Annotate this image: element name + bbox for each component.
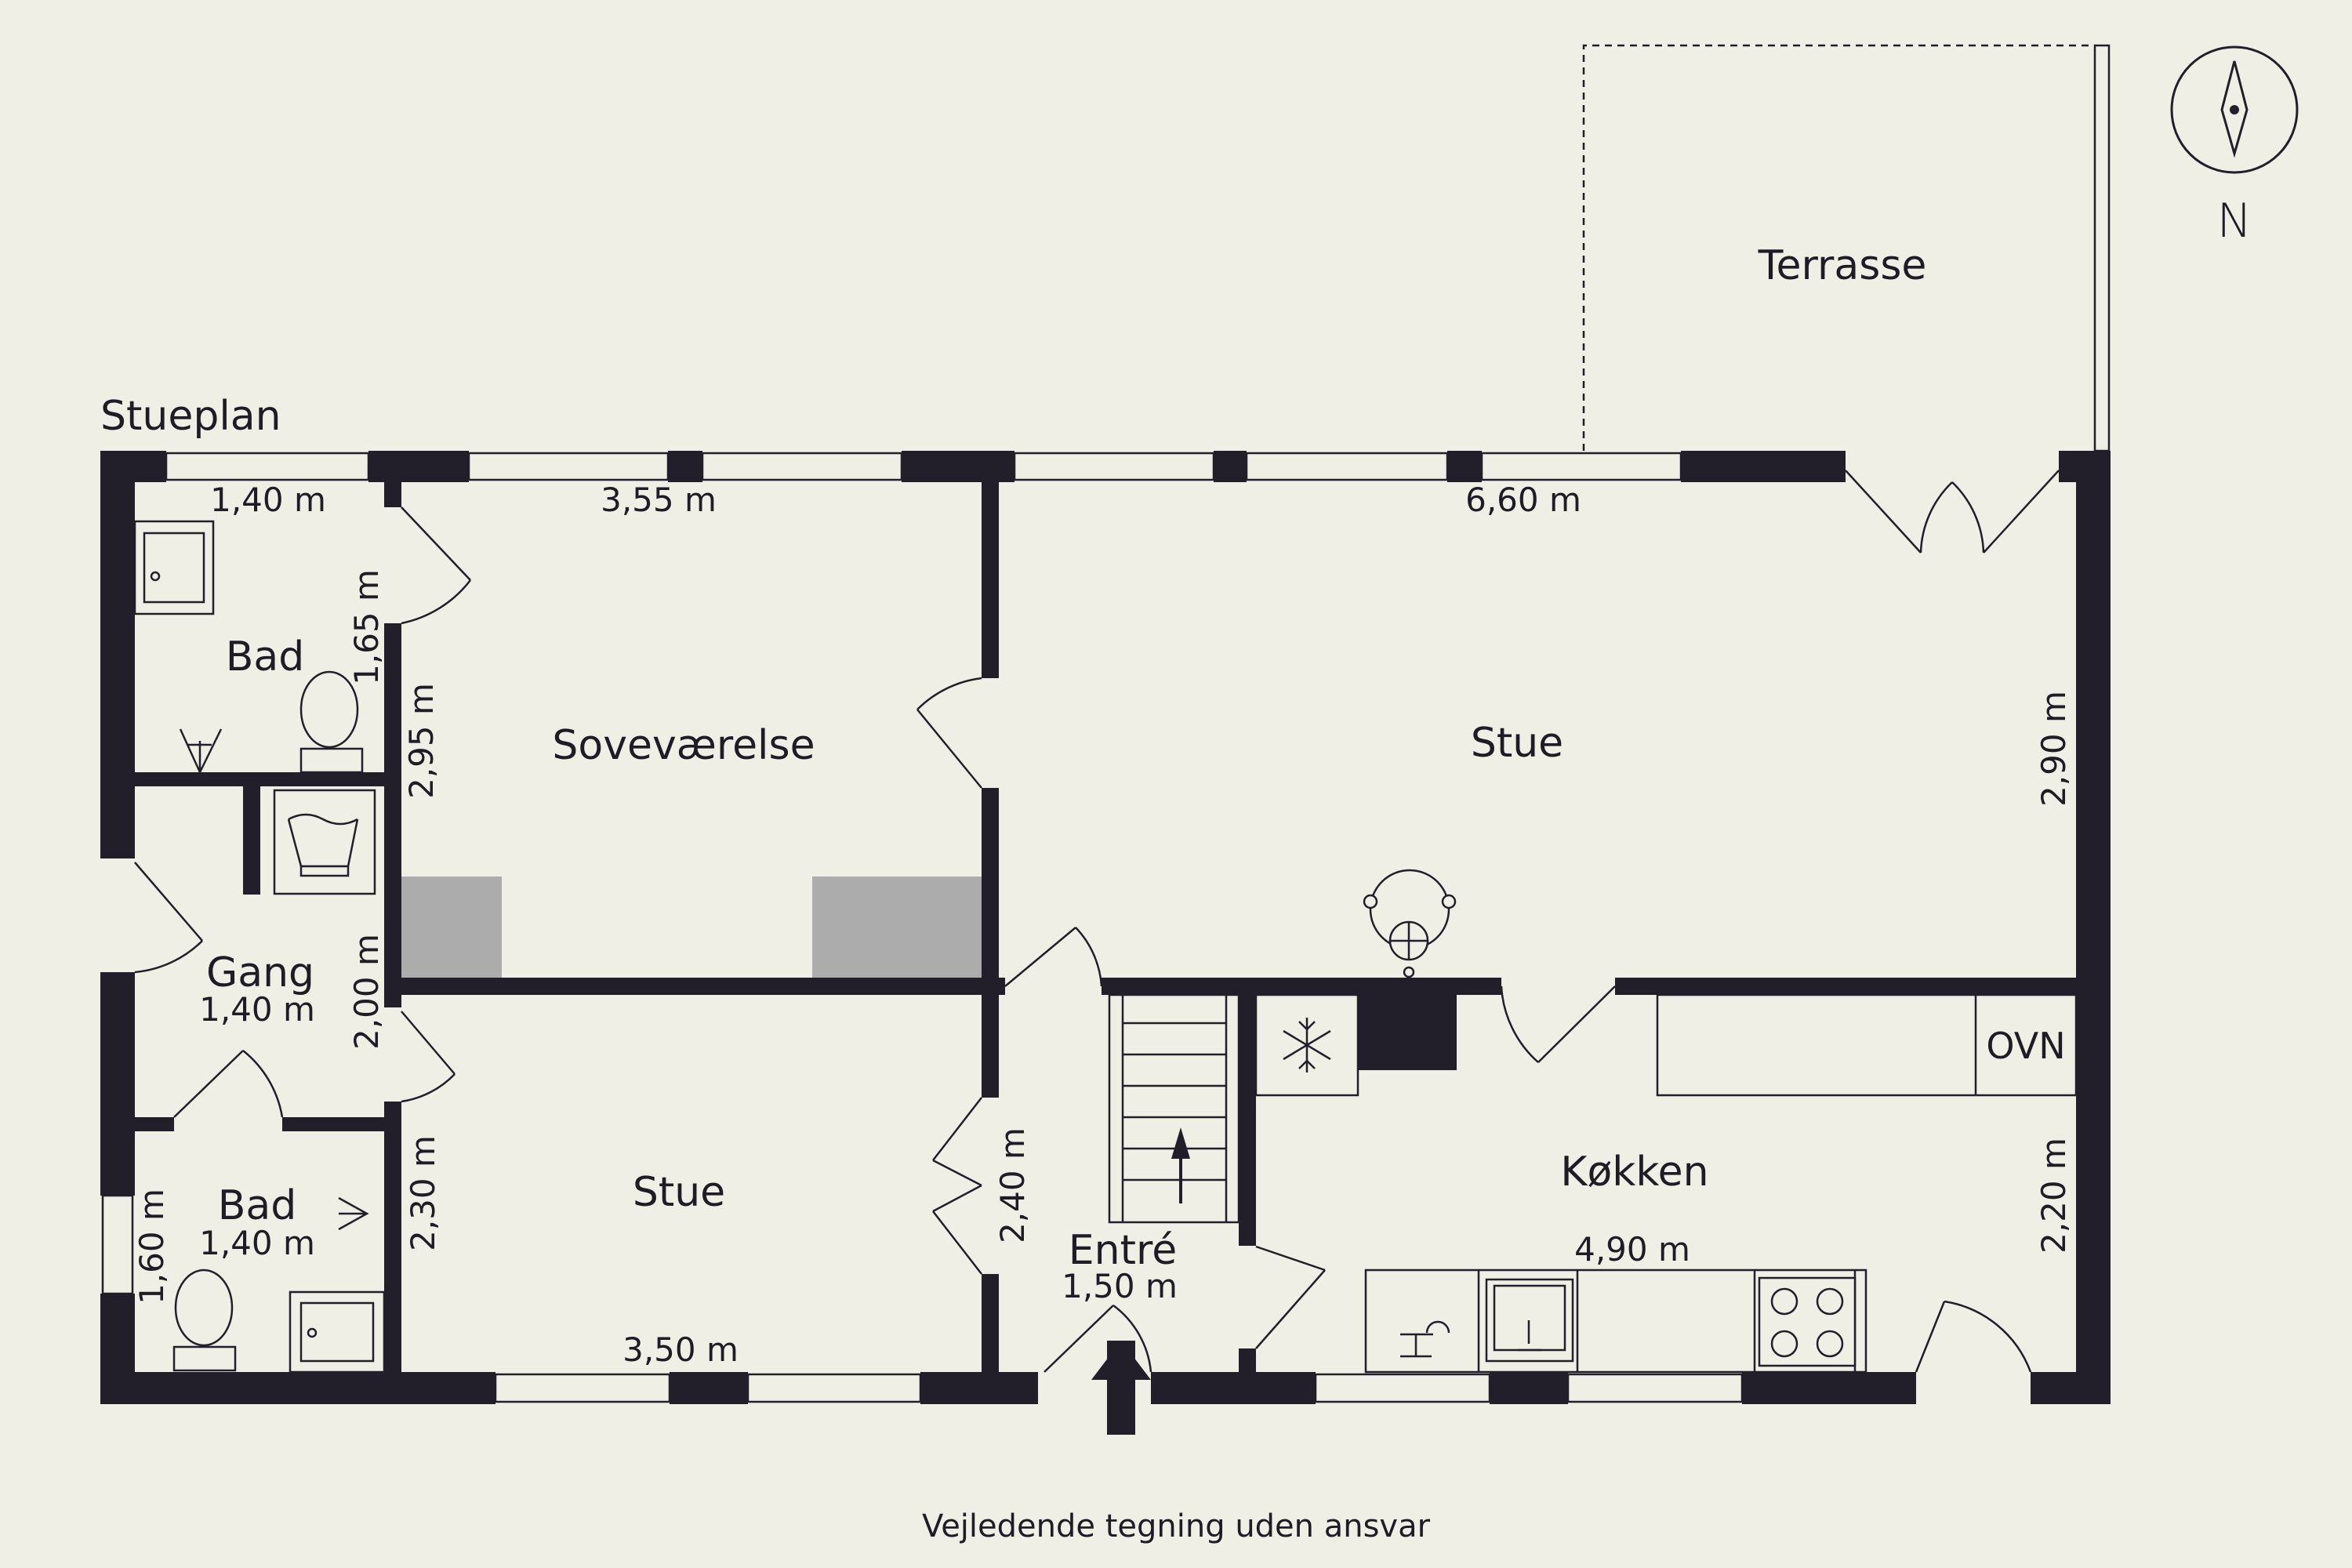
dim-entry: 1,50 m [1062, 1267, 1178, 1305]
dim-living-small-depth: 2,30 m [404, 1135, 442, 1251]
floor-title: Stueplan [100, 393, 281, 440]
wardrobe-left [401, 877, 502, 978]
room-entry: Entré [1069, 1227, 1177, 1274]
dim-bath-bottom: 1,40 m [199, 1224, 315, 1262]
dim-living-large-width: 6,60 m [1465, 481, 1581, 519]
bath-top-sink [133, 520, 215, 615]
compass-letter: N [2217, 194, 2252, 249]
room-living-large: Stue [1471, 720, 1563, 767]
terrace-outline [1582, 44, 2111, 452]
dim-kitchen-depth: 2,20 m [2034, 1138, 2073, 1254]
wardrobe-right [812, 877, 982, 978]
shower-icon [179, 728, 223, 775]
dim-living-small-width: 3,50 m [622, 1330, 739, 1369]
stairs [1108, 993, 1240, 1224]
compass-icon [2170, 45, 2299, 174]
room-bath-bottom: Bad [218, 1182, 297, 1229]
footer-disclaimer: Vejledende tegning uden ansvar [922, 1508, 1431, 1544]
dim-bath-top-depth: 1,65 m [347, 569, 386, 685]
cooktop-icon [1758, 1276, 1857, 1367]
interior-walls [135, 482, 2076, 1372]
dim-entry-depth: 2,40 m [993, 1127, 1032, 1243]
coffee-machine-icon [1400, 1320, 1450, 1358]
toilet-icon [299, 670, 364, 774]
label-oven: OVN [1986, 1025, 2065, 1067]
dim-hall-depth: 2,00 m [347, 934, 386, 1050]
kitchen-upper-counter [1656, 993, 2078, 1097]
dim-living-large-depth: 2,90 m [2034, 691, 2073, 807]
dim-bedroom-depth: 2,95 m [402, 683, 441, 799]
room-living-small: Stue [633, 1169, 725, 1216]
dim-bedroom-width: 3,55 m [601, 481, 717, 519]
bath-bottom-sink [289, 1290, 386, 1374]
bath-bottom-shower-icon [338, 1196, 369, 1231]
freezer-snowflake-icon [1254, 993, 1359, 1097]
dim-kitchen-width: 4,90 m [1574, 1230, 1690, 1269]
room-terrace: Terrasse [1758, 242, 1927, 289]
doors [134, 470, 2060, 1373]
washing-machine-icon [273, 789, 376, 895]
exterior-walls [100, 451, 2111, 1404]
room-bedroom: Soveværelse [552, 722, 815, 769]
dim-bath-top-width: 1,40 m [210, 481, 326, 519]
room-kitchen: Køkken [1560, 1149, 1708, 1196]
room-hall: Gang [206, 949, 314, 996]
bath-bottom-toilet-icon [172, 1269, 237, 1372]
kitchen-sink-icon [1485, 1278, 1574, 1363]
entrance-arrow-icon [1091, 1341, 1151, 1435]
room-bath-top: Bad [226, 633, 305, 681]
dim-bath-bottom-depth: 1,60 m [132, 1189, 171, 1305]
fireplace-icon [1363, 869, 1457, 978]
dim-hall: 1,40 m [199, 990, 315, 1029]
